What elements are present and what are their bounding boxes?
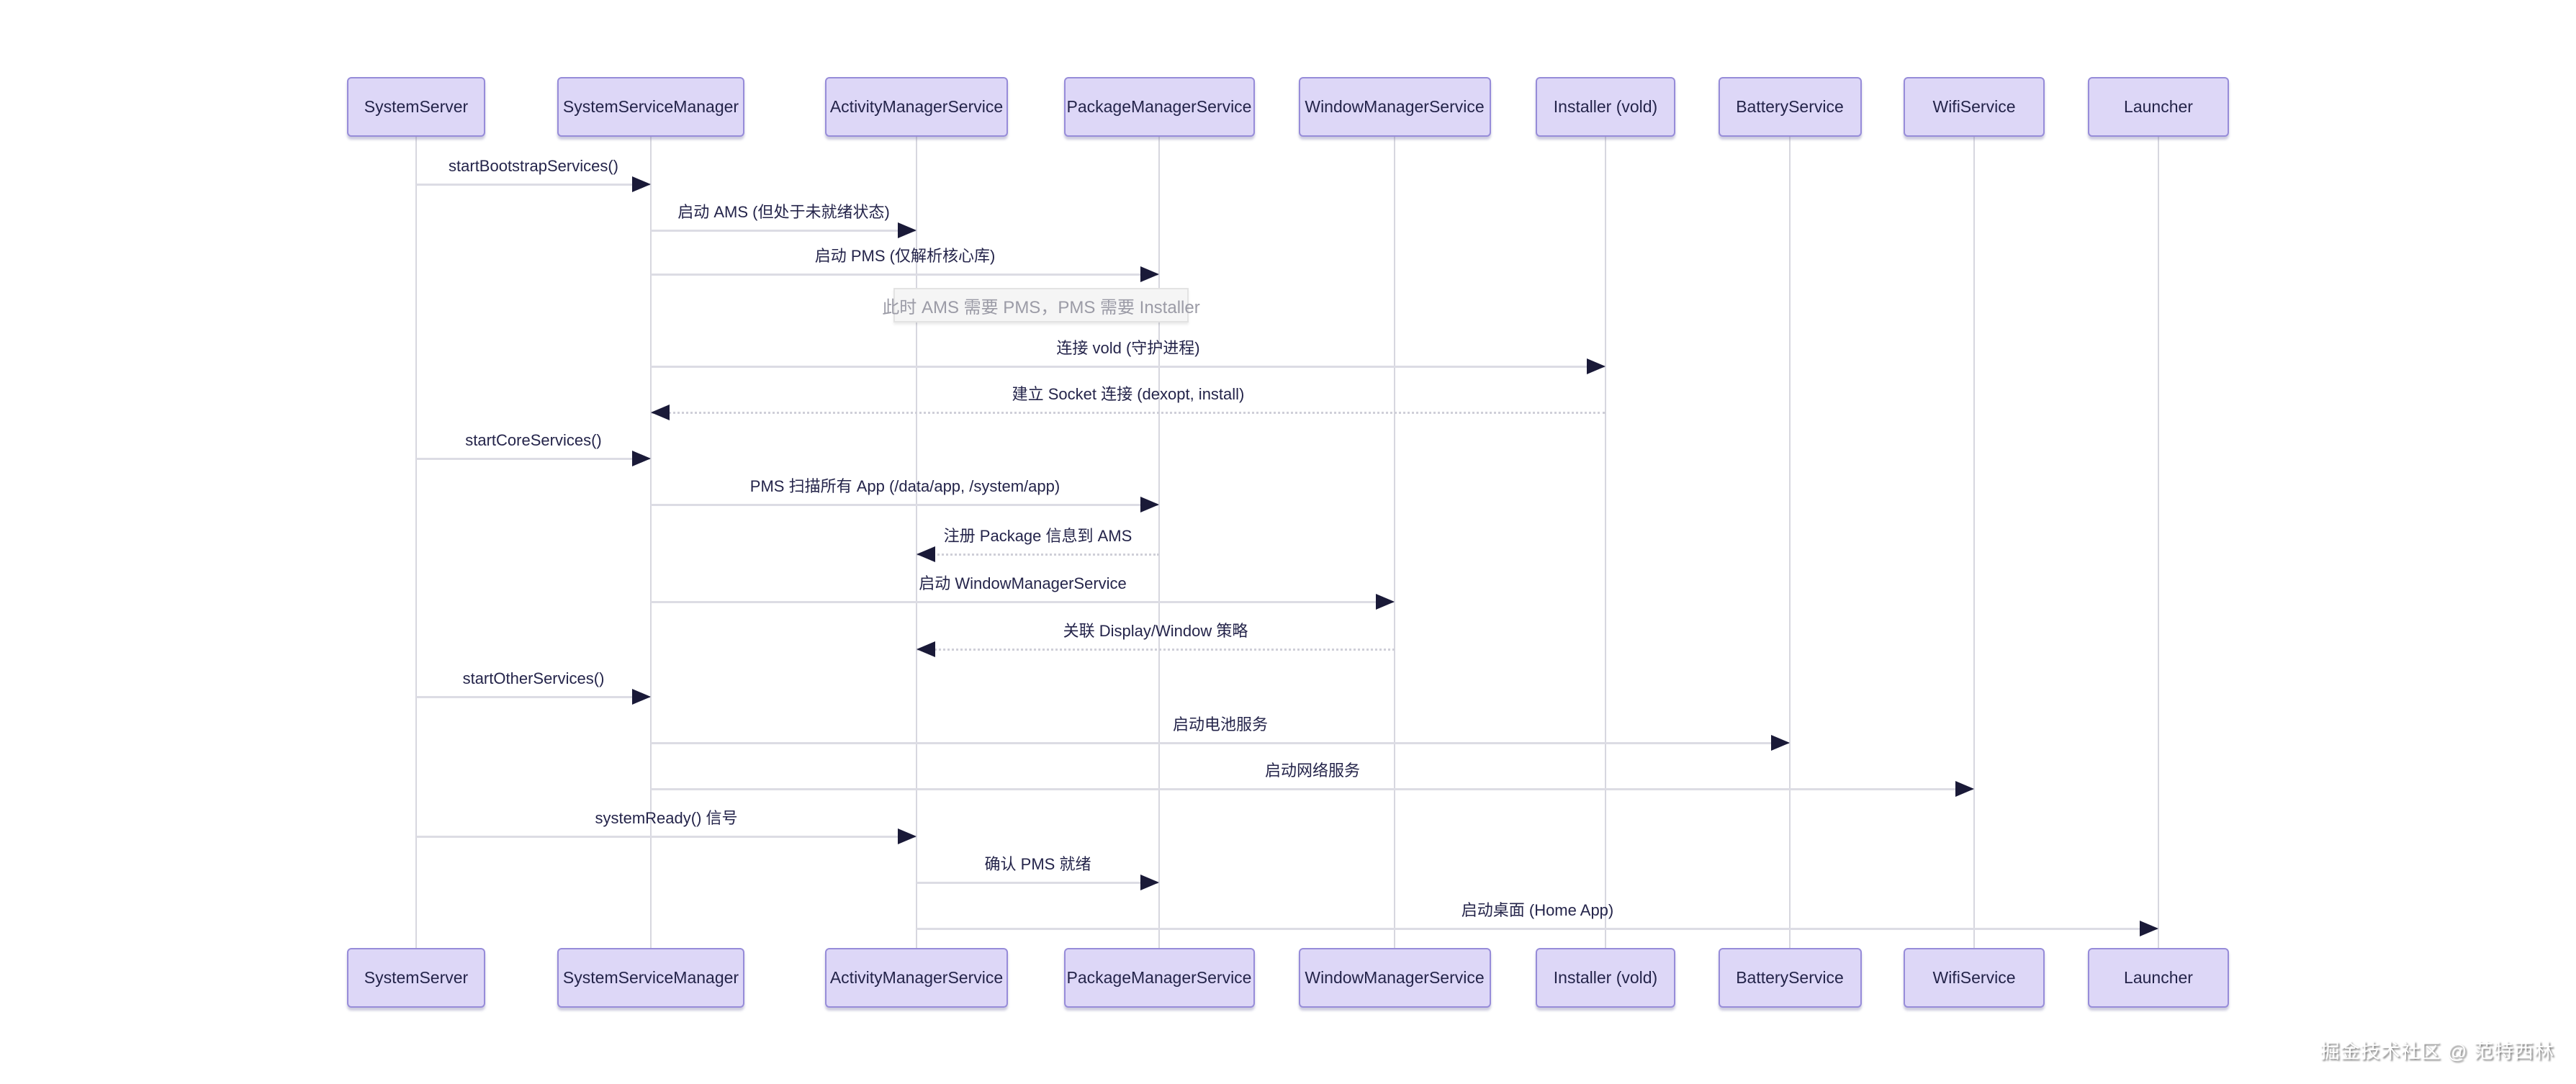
message-arrowhead-12 xyxy=(1955,781,1974,797)
message-line-1 xyxy=(651,230,917,232)
message-arrowhead-3 xyxy=(1587,358,1606,374)
actor-window-manager-service-top: WindowManagerService xyxy=(1298,77,1491,137)
actor-installer-vold-bottom: Installer (vold) xyxy=(1536,948,1675,1008)
message-line-0 xyxy=(416,184,651,186)
message-line-2 xyxy=(651,274,1159,276)
message-line-14 xyxy=(917,882,1159,884)
message-label-2: 启动 PMS (仅解析核心库) xyxy=(814,247,996,265)
message-arrowhead-14 xyxy=(1140,875,1159,890)
message-label-6: PMS 扫描所有 App (/data/app, /system/app) xyxy=(749,477,1060,495)
lifeline-installer-vold xyxy=(1605,137,1606,948)
message-label-10: startOtherServices() xyxy=(462,669,605,687)
actor-package-manager-service-top: PackageManagerService xyxy=(1063,77,1255,137)
message-arrowhead-2 xyxy=(1140,266,1159,282)
message-label-4: 建立 Socket 连接 (dexopt, install) xyxy=(1012,385,1245,403)
lifeline-launcher xyxy=(2158,137,2159,948)
message-label-12: 启动网络服务 xyxy=(1264,762,1361,780)
actor-system-server-top: SystemServer xyxy=(347,77,485,137)
lifeline-wifi-service xyxy=(1973,137,1975,948)
message-line-6 xyxy=(651,504,1159,506)
message-label-1: 启动 AMS (但处于未就绪状态) xyxy=(677,203,890,221)
note-ams-pms-installer: 此时 AMS 需要 PMS，PMS 需要 Installer xyxy=(882,288,1200,322)
message-arrowhead-8 xyxy=(1376,594,1395,610)
message-arrowhead-15 xyxy=(2140,921,2158,936)
message-label-13: systemReady() 信号 xyxy=(595,809,738,827)
message-label-9: 关联 Display/Window 策略 xyxy=(1063,622,1248,640)
actor-activity-manager-service-top: ActivityManagerService xyxy=(825,77,1008,137)
lifeline-battery-service xyxy=(1789,137,1791,948)
message-label-11: 启动电池服务 xyxy=(1172,715,1269,733)
message-line-11 xyxy=(651,742,1790,744)
message-label-3: 连接 vold (守护进程) xyxy=(1056,339,1200,357)
message-arrowhead-0 xyxy=(632,176,651,192)
message-arrowhead-11 xyxy=(1771,735,1790,751)
actor-wifi-service-bottom: WifiService xyxy=(1904,948,2045,1008)
message-label-5: startCoreServices() xyxy=(465,431,602,449)
actor-installer-vold-top: Installer (vold) xyxy=(1536,77,1675,137)
message-line-15 xyxy=(917,928,2158,930)
message-label-15: 启动桌面 (Home App) xyxy=(1461,901,1614,919)
message-line-10 xyxy=(416,696,651,698)
lifeline-package-manager-service xyxy=(1158,137,1160,948)
actor-battery-service-top: BatteryService xyxy=(1718,77,1862,137)
message-line-8 xyxy=(651,601,1395,603)
message-line-12 xyxy=(651,788,1974,790)
actor-launcher-top: Launcher xyxy=(2088,77,2229,137)
actor-launcher-bottom: Launcher xyxy=(2088,948,2229,1008)
message-arrowhead-4 xyxy=(651,405,670,420)
lifeline-window-manager-service xyxy=(1394,137,1395,948)
message-line-4 xyxy=(651,412,1606,414)
lifeline-system-service-manager xyxy=(650,137,652,948)
message-label-0: startBootstrapServices() xyxy=(449,157,618,175)
lifeline-activity-manager-service xyxy=(916,137,917,948)
message-arrowhead-1 xyxy=(898,222,917,238)
message-arrowhead-13 xyxy=(898,828,917,844)
message-arrowhead-5 xyxy=(632,451,651,466)
message-line-13 xyxy=(416,836,917,838)
message-line-9 xyxy=(917,649,1395,651)
message-line-3 xyxy=(651,366,1606,368)
actor-battery-service-bottom: BatteryService xyxy=(1718,948,1862,1008)
watermark: 掘金技术社区 @ 范特西林 xyxy=(2320,1040,2554,1062)
actor-activity-manager-service-bottom: ActivityManagerService xyxy=(825,948,1008,1008)
message-arrowhead-6 xyxy=(1140,497,1159,512)
message-label-7: 注册 Package 信息到 AMS xyxy=(943,527,1132,545)
actor-system-service-manager-top: SystemServiceManager xyxy=(557,77,744,137)
message-arrowhead-10 xyxy=(632,689,651,705)
message-line-7 xyxy=(917,554,1159,556)
message-arrowhead-9 xyxy=(917,641,935,657)
actor-window-manager-service-bottom: WindowManagerService xyxy=(1298,948,1491,1008)
message-label-14: 确认 PMS 就绪 xyxy=(984,855,1091,873)
actor-system-server-bottom: SystemServer xyxy=(347,948,485,1008)
actor-package-manager-service-bottom: PackageManagerService xyxy=(1063,948,1255,1008)
message-arrowhead-7 xyxy=(917,546,935,562)
actor-system-service-manager-bottom: SystemServiceManager xyxy=(557,948,744,1008)
actor-wifi-service-top: WifiService xyxy=(1904,77,2045,137)
lifeline-system-server xyxy=(415,137,417,948)
message-label-8: 启动 WindowManagerService xyxy=(919,574,1127,592)
message-line-5 xyxy=(416,458,651,460)
